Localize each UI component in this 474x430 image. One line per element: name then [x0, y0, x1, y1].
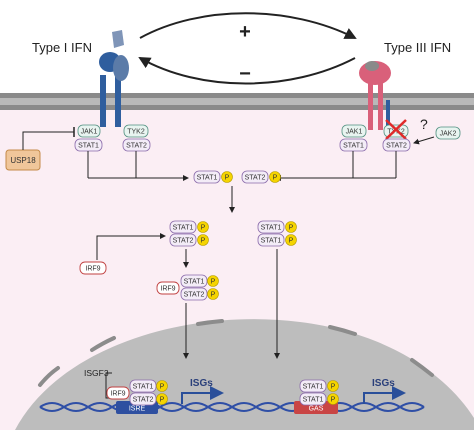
svg-text:STAT1: STAT1 [133, 384, 154, 391]
jak1-type-iii [341, 124, 367, 138]
jak2 [435, 126, 461, 140]
type-i-ifn-label: Type I IFN [32, 40, 92, 55]
isgf3-cytoplasm: IRF9 STAT1 P STAT2 P [156, 274, 219, 301]
jak2-to-stat2-arrow [413, 136, 435, 145]
tyk2-absent-cross [385, 119, 407, 140]
plus-sign: + [239, 21, 251, 43]
plasma-membrane [0, 93, 474, 110]
svg-text:P: P [211, 279, 216, 286]
type-iii-ifn-receptor [359, 61, 391, 130]
svg-text:P: P [160, 397, 165, 404]
svg-text:IRF9: IRF9 [160, 286, 175, 293]
gas-label: GAS [309, 406, 324, 413]
irf9-recruit-arrow [96, 233, 166, 260]
svg-text:P: P [331, 397, 336, 404]
stat1-stat2-heterodimer: STAT1 P STAT2 P [169, 220, 209, 247]
svg-text:P: P [201, 225, 206, 232]
svg-text:P: P [201, 238, 206, 245]
jak2-label: JAK2 [440, 131, 457, 138]
jak1-type-i-label: JAK1 [81, 129, 98, 136]
type-iii-ifn-label: Type III IFN [384, 40, 451, 55]
phosphate-stat1 [221, 171, 233, 183]
stat1-homodimer: STAT1 P STAT1 P [257, 220, 297, 247]
svg-text:STAT1: STAT1 [173, 225, 194, 232]
phosphate-stat2 [269, 171, 281, 183]
usp18-label: USP18 [10, 156, 36, 165]
stat1-phosphorylated-label: STAT1 [197, 175, 218, 182]
stat2-type-i-label: STAT2 [126, 143, 147, 150]
isre-isgs-label: ISGs [190, 378, 213, 389]
nuclear-pores [38, 319, 434, 387]
isgf3-label: ISGF3 [84, 368, 109, 378]
svg-text:STAT1: STAT1 [303, 384, 324, 391]
svg-text:STAT1: STAT1 [261, 225, 282, 232]
tyk2-type-i-label: TYK2 [127, 129, 145, 136]
minus-sign: − [239, 63, 251, 85]
type-iii-to-dimer-lines [275, 151, 397, 181]
usp18-inhibition-line [22, 131, 74, 150]
isgf3-dna-bound: IRF9 STAT1 P STAT2 P [106, 379, 168, 406]
stat2-phosphorylated [241, 170, 269, 184]
svg-text:STAT1: STAT1 [261, 238, 282, 245]
type-i-to-dimer-lines [87, 151, 189, 181]
svg-text:P: P [211, 292, 216, 299]
svg-text:STAT1: STAT1 [184, 279, 205, 286]
negative-feedback-arrow [138, 57, 356, 85]
isre-label: ISRE [129, 406, 146, 413]
gas-isgs-transcription-arrow [363, 386, 406, 404]
jak1-type-iii-label: JAK1 [346, 129, 363, 136]
svg-text:STAT2: STAT2 [184, 292, 205, 299]
stat1-homodimer-dna-bound: STAT1 P STAT1 P [299, 379, 339, 406]
positive-feedback-arrow [139, 12, 357, 39]
dna-double-helix [39, 402, 425, 412]
isre-isgs-transcription-arrow [181, 386, 224, 404]
svg-text:P: P [289, 225, 294, 232]
stat2-type-iii-label: STAT2 [386, 143, 407, 150]
irf9-free-label: IRF9 [85, 266, 100, 273]
phosphate-stat2-label: P [273, 175, 278, 182]
svg-text:STAT1: STAT1 [303, 397, 324, 404]
jak1-type-i [77, 124, 101, 138]
stat1-type-iii-label: STAT1 [343, 143, 364, 150]
svg-text:P: P [289, 238, 294, 245]
svg-text:STAT2: STAT2 [133, 397, 154, 404]
svg-text:STAT2: STAT2 [173, 238, 194, 245]
gas-isgs-label: ISGs [372, 378, 395, 389]
tyk2-type-iii-label: TYK2 [387, 129, 405, 136]
stat1-type-i-label: STAT1 [78, 143, 99, 150]
stat1-phosphorylated [193, 170, 221, 184]
phosphate-stat1-label: P [225, 175, 230, 182]
jak2-question-mark: ? [420, 116, 428, 132]
stat2-phosphorylated-label: STAT2 [245, 175, 266, 182]
svg-text:P: P [160, 384, 165, 391]
irf9-free [79, 261, 107, 275]
type-i-ifn-receptor [99, 30, 129, 127]
svg-text:IRF9: IRF9 [110, 391, 125, 398]
tyk2-type-i [123, 124, 149, 138]
svg-text:P: P [331, 384, 336, 391]
